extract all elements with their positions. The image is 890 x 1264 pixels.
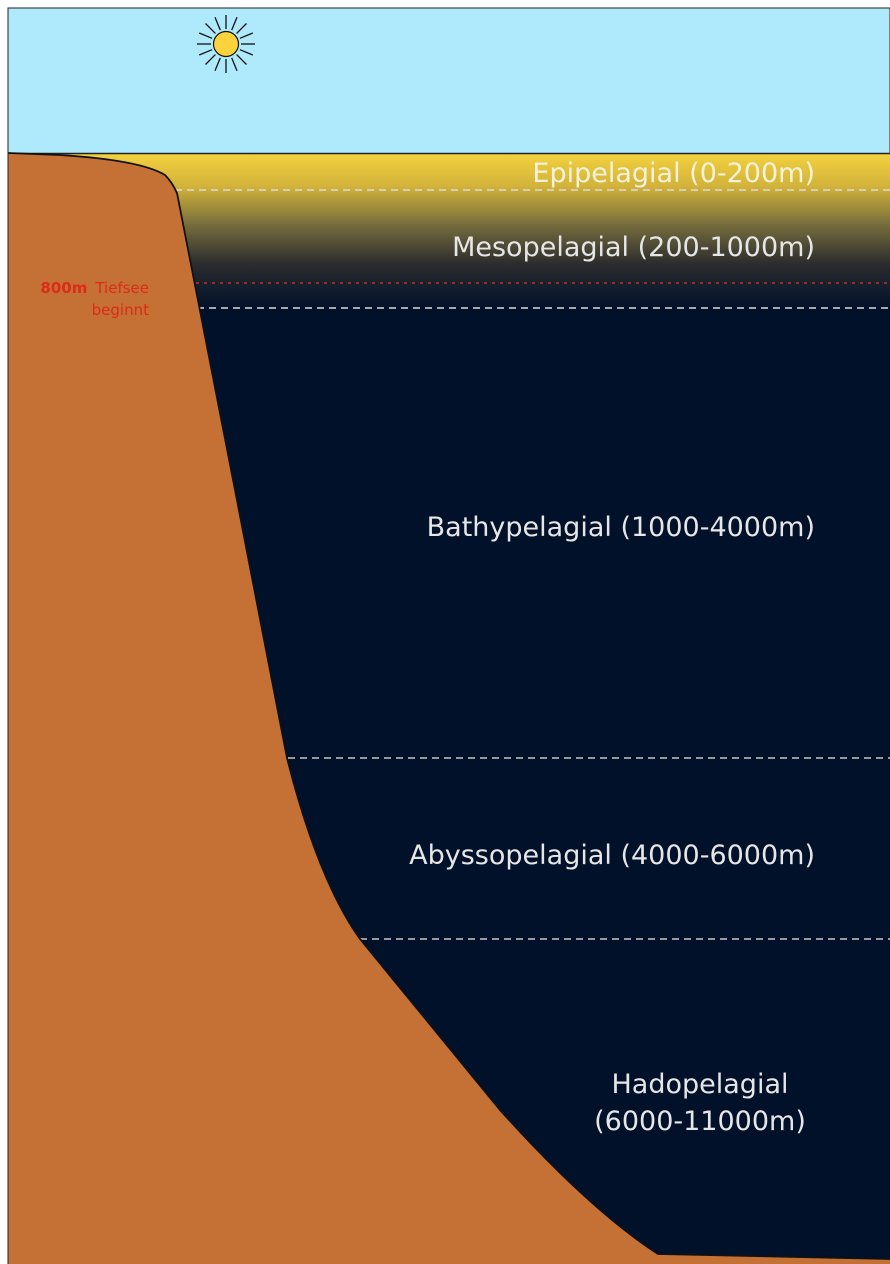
- zone-label-epipelagial: Epipelagial (0-200m): [532, 158, 815, 189]
- zone-label-bathypelagial: Bathypelagial (1000-4000m): [427, 512, 815, 543]
- sky: [7, 7, 890, 155]
- sun-icon: [197, 15, 255, 73]
- zone-label-mesopelagial: Mesopelagial (200-1000m): [452, 232, 815, 263]
- deep-sea-marker-text-2: beginnt: [92, 301, 149, 319]
- deep-sea-marker-text-1: Tiefsee: [94, 279, 149, 297]
- zone-label-abyssopelagial: Abyssopelagial (4000-6000m): [409, 840, 815, 871]
- deep-sea-marker-depth: 800m: [40, 279, 87, 297]
- deep-sea-marker: 800m Tiefsee: [40, 279, 149, 297]
- seafloor-outline: [7, 152, 890, 1260]
- continental-slope: [8, 153, 890, 1264]
- zone-label-hadopelagial-range: (6000-11000m): [594, 1106, 806, 1137]
- zone-label-hadopelagial: Hadopelagial: [612, 1069, 789, 1100]
